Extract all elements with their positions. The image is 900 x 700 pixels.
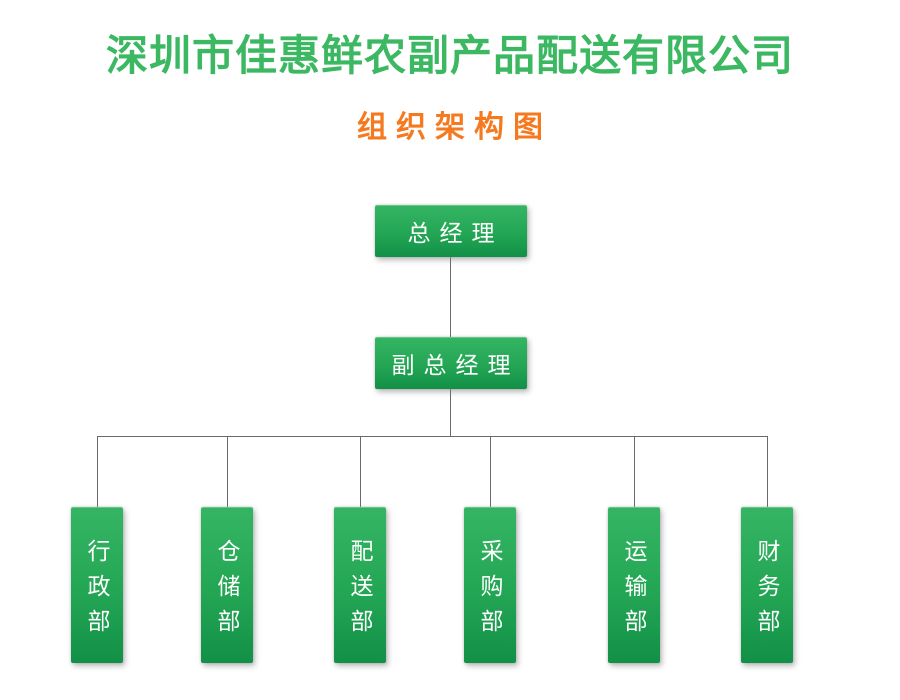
connector-drop-purchasing	[490, 436, 491, 507]
org-node-deputy-general-manager-label: 副总经理	[391, 352, 520, 378]
org-node-dept-finance-label: 财务部	[754, 538, 780, 644]
org-node-dept-warehouse: 仓储部	[201, 507, 253, 663]
connector-bus-horizontal	[97, 436, 767, 437]
org-node-general-manager-label: 总经理	[407, 220, 504, 246]
connector-drop-transport	[634, 436, 635, 507]
connector-drop-warehouse	[227, 436, 228, 507]
connector-drop-admin	[97, 436, 98, 507]
connector-drop-finance	[767, 436, 768, 507]
connector-root-to-deputy	[450, 257, 451, 337]
org-node-deputy-general-manager: 副总经理	[375, 337, 527, 389]
org-node-general-manager: 总经理	[375, 205, 527, 257]
company-title: 深圳市佳惠鲜农副产品配送有限公司	[105, 32, 794, 79]
connector-drop-distribution	[360, 436, 361, 507]
chart-subtitle: 组织架构图	[357, 111, 552, 144]
connector-deputy-to-bus	[450, 389, 451, 436]
org-node-dept-admin-label: 行政部	[84, 538, 110, 644]
org-node-dept-purchasing: 采购部	[464, 507, 516, 663]
org-node-dept-distribution: 配送部	[334, 507, 386, 663]
org-node-dept-transport-label: 运输部	[621, 538, 647, 644]
org-node-dept-transport: 运输部	[608, 507, 660, 663]
org-node-dept-finance: 财务部	[741, 507, 793, 663]
org-node-dept-admin: 行政部	[71, 507, 123, 663]
org-node-dept-purchasing-label: 采购部	[477, 538, 503, 644]
org-node-dept-distribution-label: 配送部	[347, 538, 373, 644]
org-node-dept-warehouse-label: 仓储部	[214, 538, 240, 644]
